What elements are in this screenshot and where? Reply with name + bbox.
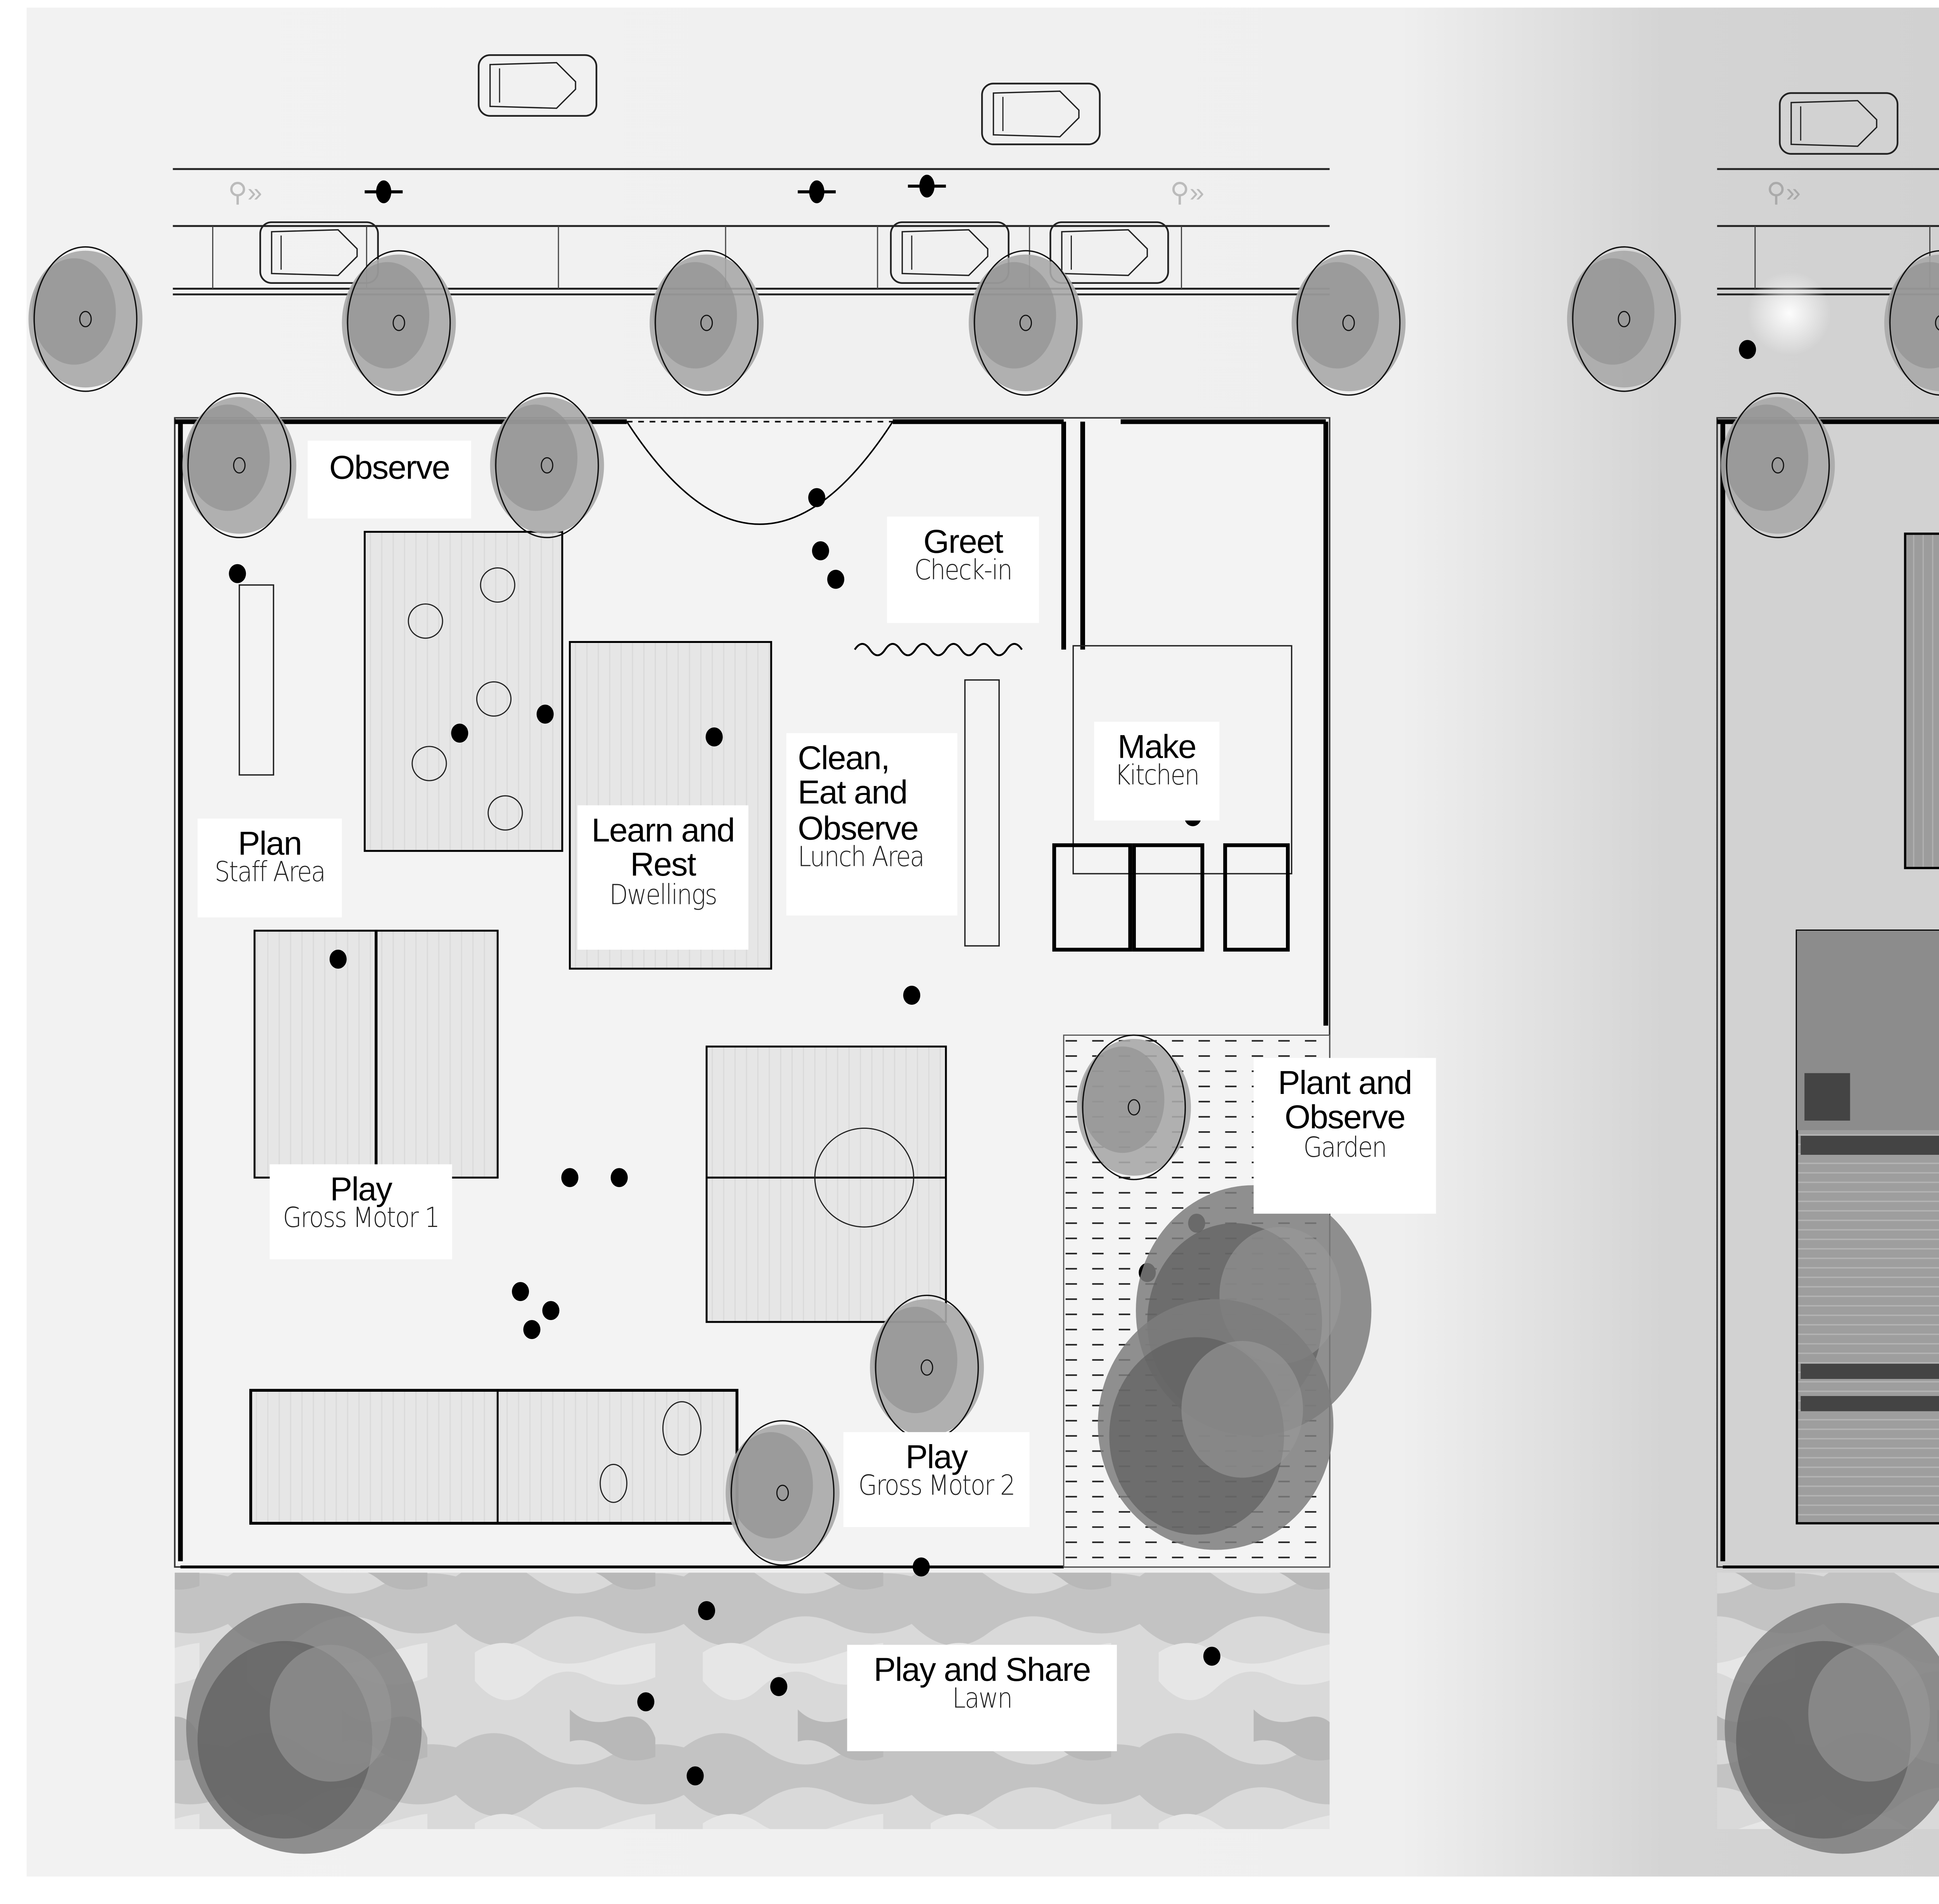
label-title: Make (1117, 727, 1197, 765)
label-plant-observe: Plant and Observe Garden (1253, 1058, 1436, 1214)
label-play-share: Play and Share Lawn (847, 1645, 1117, 1751)
rooftops-right (1796, 532, 1939, 1525)
label-plan: Plan Staff Area (197, 819, 342, 917)
label-title: Play (906, 1438, 968, 1476)
label-subtitle: Gross Motor 2 (858, 1472, 1015, 1503)
right-plan: ⚲» ⚲» (1566, 93, 1939, 1854)
label-subtitle: Lawn (952, 1685, 1013, 1716)
label-subtitle: Dwellings (609, 881, 717, 911)
bike-lane-icon: ⚲» (1766, 177, 1801, 207)
label-subtitle: Gross Motor 1 (283, 1205, 440, 1235)
label-play-gross-motor-2: Play Gross Motor 2 (843, 1432, 1030, 1527)
label-subtitle: Garden (1303, 1133, 1387, 1164)
label-clean-eat-observe: Clean, Eat and Observe Lunch Area (786, 733, 957, 916)
label-subtitle: Check-in (914, 557, 1013, 588)
label-greet: Greet Check-in (887, 517, 1039, 623)
label-title: Play (330, 1170, 392, 1208)
street-left: ⚲» ⚲» (28, 55, 1407, 396)
label-subtitle: Lunch Area (798, 843, 925, 874)
label-title: Observe (329, 448, 450, 486)
tree-icon (1098, 1299, 1334, 1550)
label-observe: Observe (308, 441, 471, 519)
label-title: Plan (238, 824, 302, 862)
bike-lane-icon: ⚲» (228, 177, 262, 207)
label-title: Plant and Observe (1278, 1063, 1412, 1137)
label-subtitle: Kitchen (1115, 762, 1199, 793)
label-make: Make Kitchen (1094, 722, 1220, 821)
street-lights (1747, 271, 1831, 355)
classroom-pods-left (238, 530, 1293, 1525)
label-title: Greet (923, 522, 1004, 560)
tree-icon (186, 1603, 422, 1854)
street-right: ⚲» ⚲» (1566, 93, 1939, 396)
label-play-gross-motor-1: Play Gross Motor 1 (270, 1164, 452, 1260)
round-tables-left (408, 567, 523, 831)
label-title: Play and Share (873, 1650, 1091, 1689)
bike-lane-icon: ⚲» (1170, 177, 1204, 207)
label-title: Clean, Eat and Observe (798, 739, 919, 847)
label-subtitle: Staff Area (214, 859, 326, 890)
label-title: Learn and Rest (591, 811, 735, 884)
left-plan: ⚲» ⚲» (28, 55, 1407, 1854)
label-learn-rest: Learn and Rest Dwellings (577, 805, 748, 950)
